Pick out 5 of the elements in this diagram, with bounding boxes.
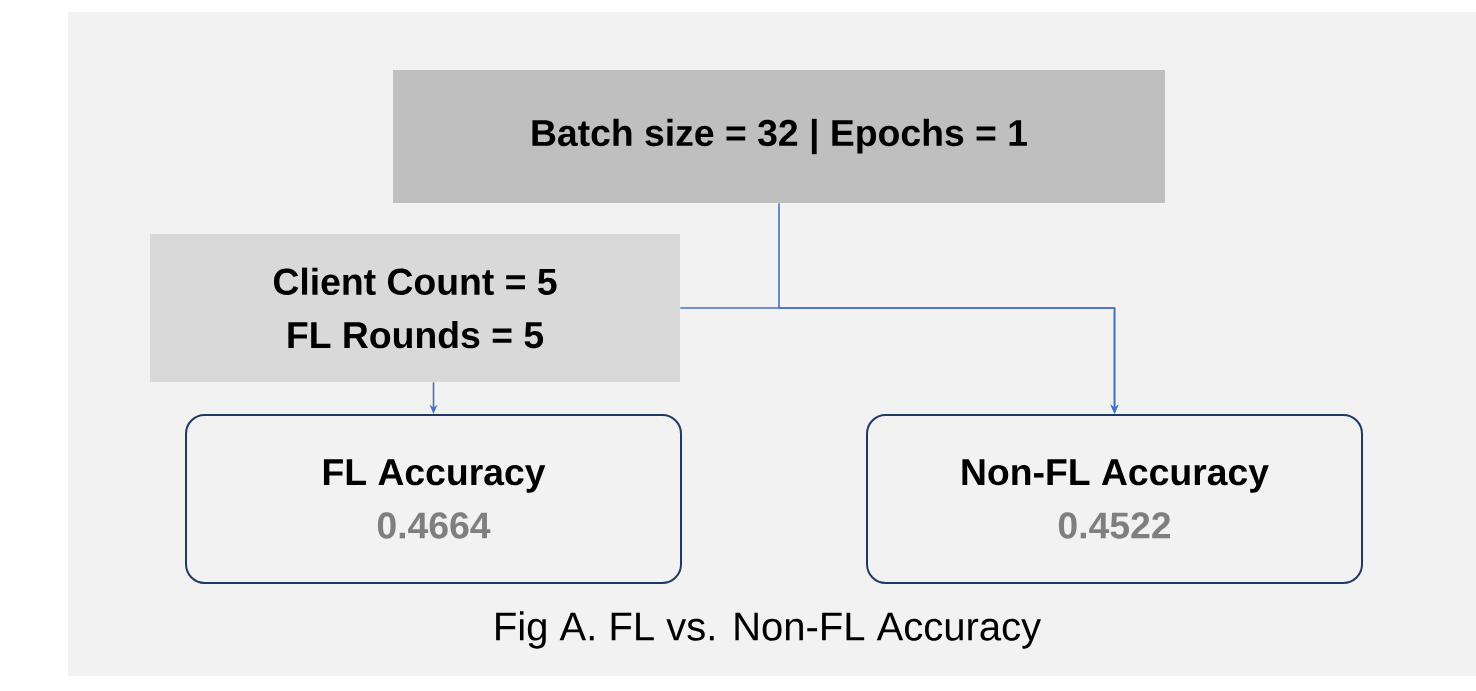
parameter-box: Batch size = 32 | Epochs = 1 xyxy=(393,70,1165,203)
parameter-box: Client Count = 5 FL Rounds = 5 xyxy=(150,234,680,382)
figure-caption: Fig A. FL vs. Non-FL Accuracy xyxy=(496,611,1042,649)
result-box: FL Accuracy 0.4664 xyxy=(185,414,682,584)
result-box: Non-FL Accuracy 0.4522 xyxy=(866,414,1363,584)
